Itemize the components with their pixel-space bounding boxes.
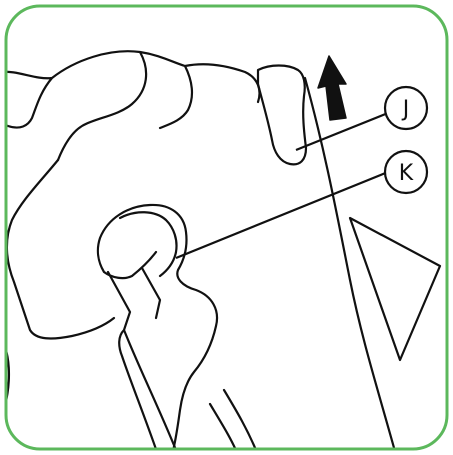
panel-background xyxy=(6,6,447,449)
callout-k: K xyxy=(385,151,427,193)
callout-j: J xyxy=(385,87,427,129)
callout-j-label: J xyxy=(401,97,410,122)
callout-k-label: K xyxy=(399,161,414,186)
